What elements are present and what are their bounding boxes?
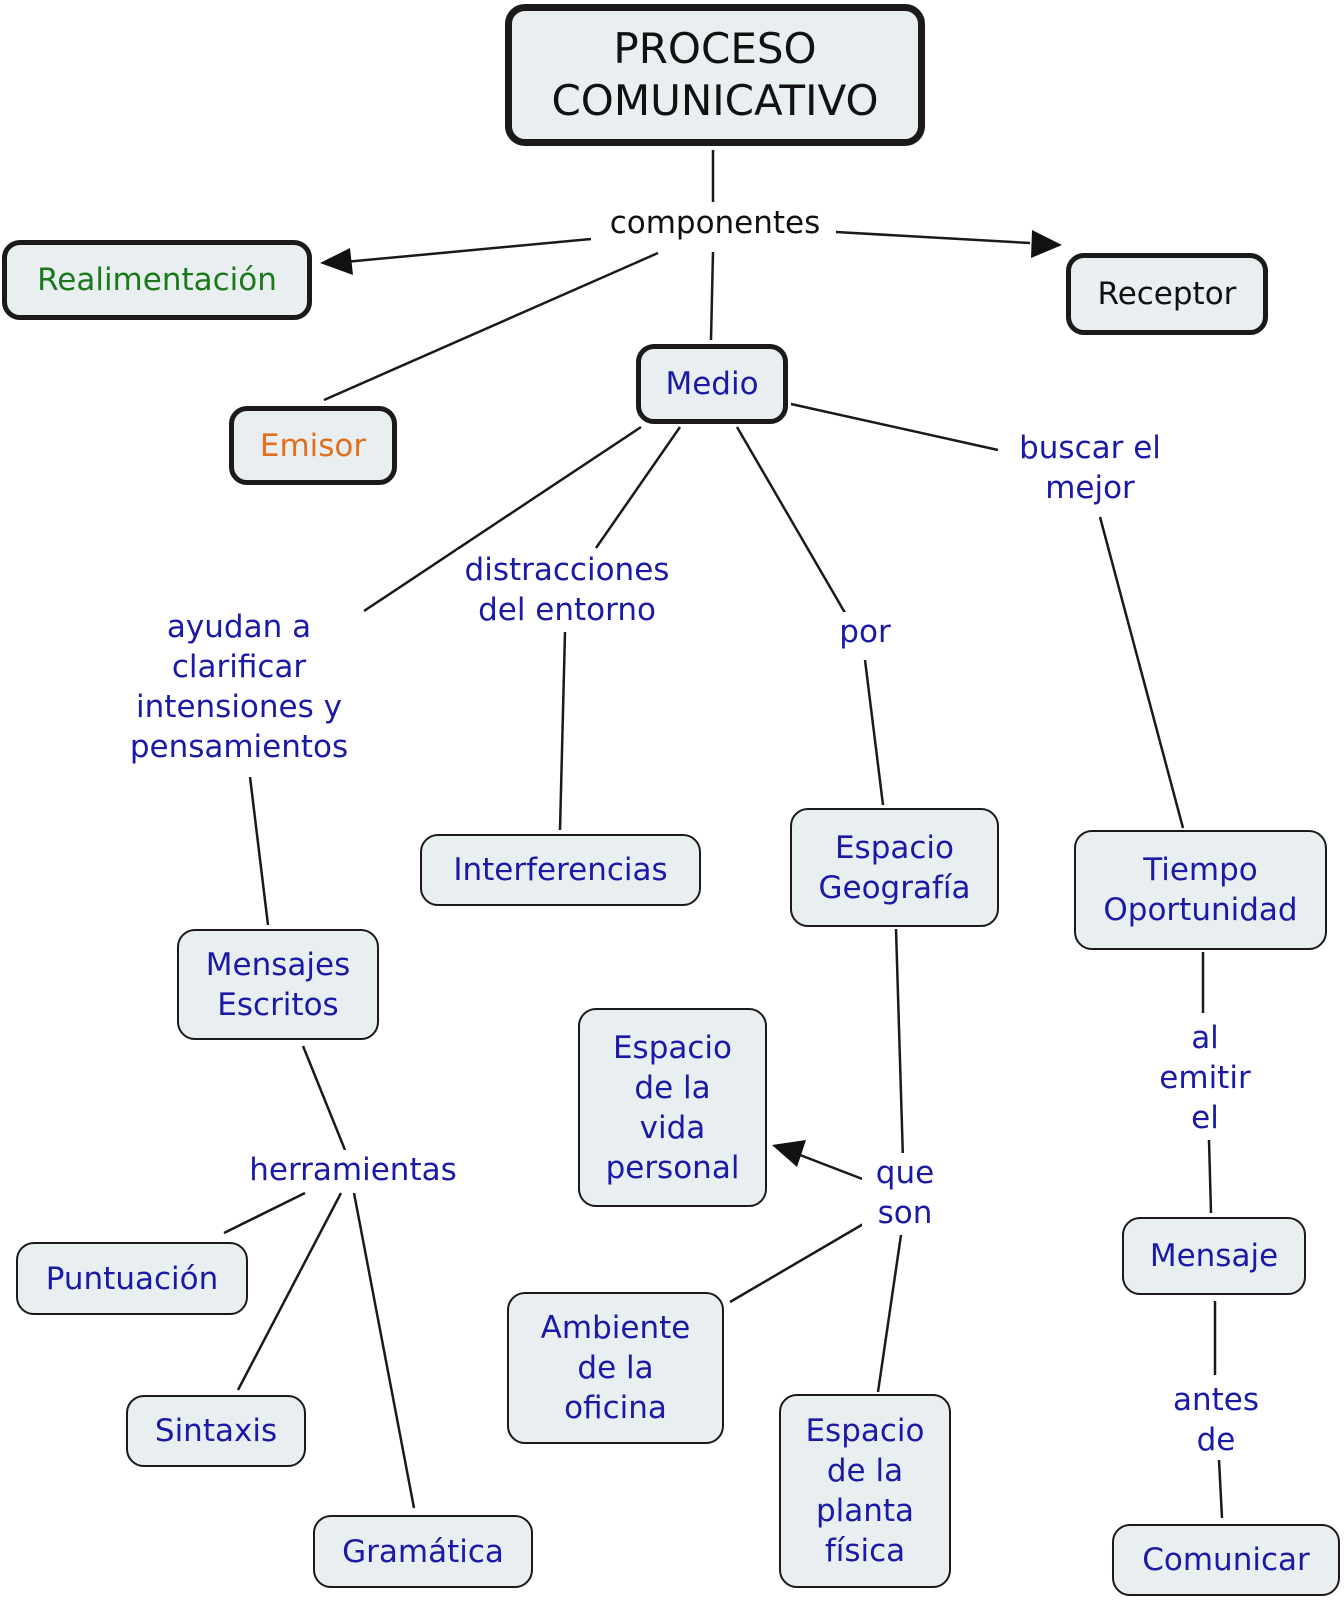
arrowhead-receptor [1031, 230, 1062, 258]
concept-ambiente-oficina: Ambiente de la oficina [507, 1292, 724, 1444]
link-que-son: que son [862, 1153, 948, 1233]
concept-puntuacion: Puntuación [16, 1242, 248, 1315]
concept-mensaje: Mensaje [1122, 1217, 1306, 1295]
concept-interferencias: Interferencias [420, 834, 701, 906]
concept-tiempo-oportunidad: Tiempo Oportunidad [1074, 830, 1327, 950]
link-buscar-el-mejor: buscar el mejor [1002, 428, 1178, 508]
link-antes-de: antes de [1160, 1380, 1272, 1460]
concept-emisor: Emisor [229, 406, 397, 485]
link-componentes: componentes [595, 203, 835, 243]
arrowhead-vida-personal [772, 1140, 806, 1167]
concept-gramatica: Gramática [313, 1515, 533, 1588]
link-herramientas: herramientas [238, 1150, 468, 1190]
concept-comunicar: Comunicar [1112, 1524, 1340, 1596]
concept-receptor: Receptor [1066, 253, 1268, 335]
link-al-emitir-el: al emitir el [1145, 1018, 1265, 1138]
arrowhead-realimentacion [320, 248, 353, 275]
concept-espacio-vida-personal: Espacio de la vida personal [578, 1008, 767, 1207]
link-ayudan-a-clarificar: ayudan a clarificar intensiones y pensam… [115, 607, 363, 767]
concept-espacio-geografia: Espacio Geografía [790, 808, 999, 927]
link-por: por [825, 612, 905, 652]
concept-espacio-planta-fisica: Espacio de la planta física [779, 1394, 951, 1588]
concept-mensajes-escritos: Mensajes Escritos [177, 929, 379, 1040]
root-concept: PROCESO COMUNICATIVO [505, 4, 925, 146]
link-distracciones-del-entorno: distracciones del entorno [457, 550, 677, 630]
concept-sintaxis: Sintaxis [126, 1395, 306, 1467]
concept-realimentacion: Realimentación [2, 240, 312, 320]
concept-medio: Medio [636, 344, 788, 424]
